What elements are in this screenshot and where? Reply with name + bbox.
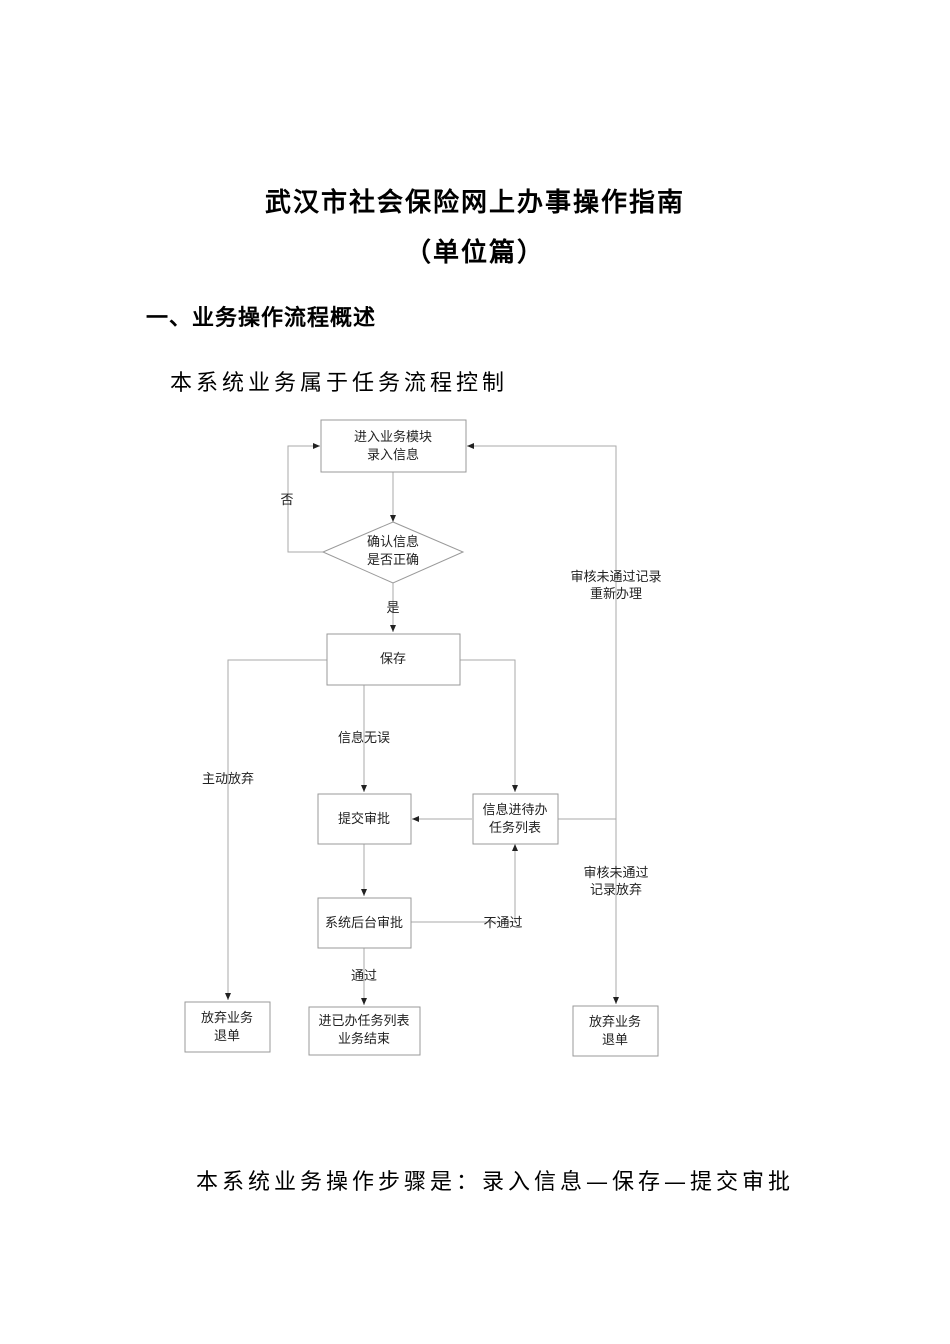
- node-backend-approval-label: 系统后台审批: [325, 916, 403, 931]
- node-confirm-info-line1: 确认信息: [367, 534, 419, 550]
- node-backend-approval: 系统后台审批: [317, 897, 412, 949]
- label-not-passed: 不通过: [483, 916, 522, 931]
- flow-connectors: [225, 443, 619, 1005]
- node-abandon-left-line1: 放弃业务: [201, 1010, 253, 1026]
- node-pending-list: 信息进待办 任务列表: [472, 793, 559, 845]
- document-subtitle: （单位篇）: [404, 238, 545, 268]
- label-yes: 是: [386, 601, 399, 616]
- node-done-list-line1: 进已办任务列表: [318, 1013, 409, 1029]
- node-submit-approval: 提交审批: [317, 793, 412, 845]
- label-redo-failed-line1: 审核未通过记录: [570, 570, 661, 585]
- section-heading: 一、业务操作流程概述: [146, 306, 377, 331]
- label-redo-failed-line2: 重新办理: [590, 586, 642, 602]
- label-no: 否: [280, 493, 293, 508]
- document-title: 武汉市社会保险网上办事操作指南: [264, 188, 685, 218]
- label-active-abandon: 主动放弃: [202, 772, 254, 787]
- node-done-list: 进已办任务列表 业务结束: [308, 1006, 421, 1056]
- node-pending-list-line2: 任务列表: [489, 820, 541, 836]
- label-abandon-failed-line2: 记录放弃: [590, 883, 642, 898]
- node-done-list-line2: 业务结束: [338, 1031, 390, 1047]
- label-abandon-failed-line1: 审核未通过: [583, 866, 648, 881]
- node-confirm-info-line2: 是否正确: [367, 553, 419, 568]
- steps-text: 本系统业务操作步骤是：录入信息—保存—提交审批: [196, 1170, 795, 1195]
- node-save: 保存: [326, 633, 461, 686]
- node-abandon-right: 放弃业务 退单: [572, 1005, 659, 1057]
- node-enter-module-line2: 录入信息: [367, 447, 419, 463]
- label-info-correct: 信息无误: [338, 730, 390, 746]
- node-abandon-right-line1: 放弃业务: [589, 1014, 641, 1030]
- node-enter-module: 进入业务模块 录入信息: [320, 419, 467, 473]
- node-abandon-left-line2: 退单: [214, 1029, 240, 1044]
- node-submit-approval-label: 提交审批: [338, 811, 390, 827]
- node-abandon-left: 放弃业务 退单: [184, 1001, 271, 1053]
- label-passed: 通过: [351, 969, 377, 984]
- node-abandon-right-line2: 退单: [602, 1033, 628, 1048]
- node-confirm-info: 确认信息 是否正确: [321, 521, 465, 584]
- intro-text: 本系统业务属于任务流程控制: [170, 371, 509, 396]
- node-enter-module-line1: 进入业务模块: [354, 429, 432, 445]
- node-save-label: 保存: [380, 652, 406, 667]
- node-pending-list-line1: 信息进待办: [482, 802, 547, 818]
